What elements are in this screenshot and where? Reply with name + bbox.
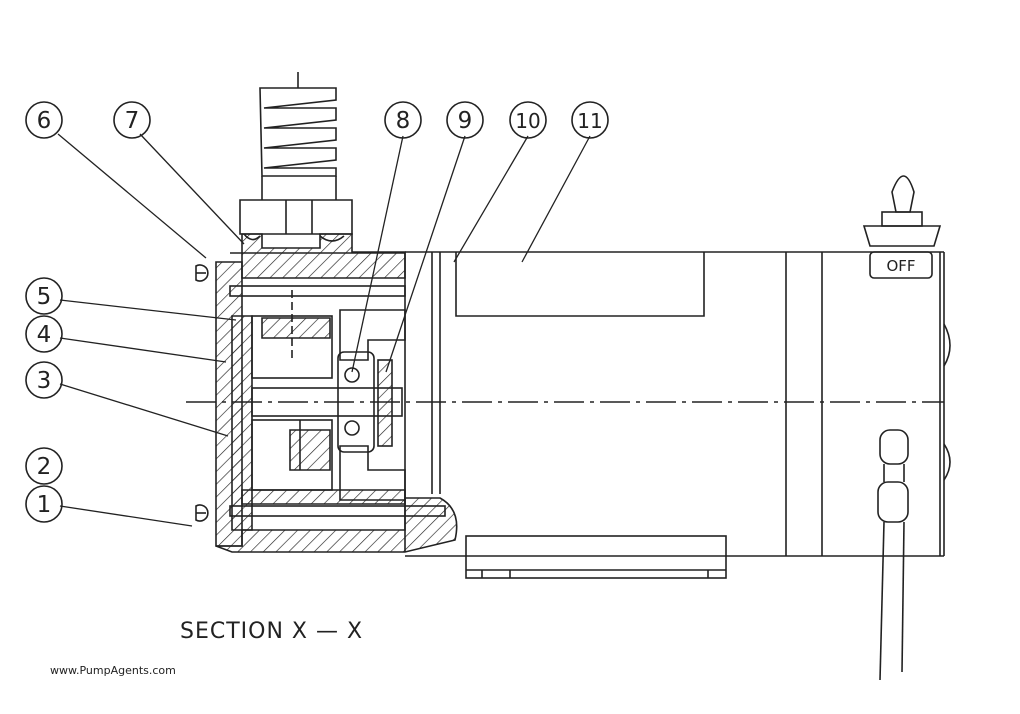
- callout-6: 6: [37, 108, 52, 134]
- callout-9: 9: [458, 108, 473, 134]
- callout-5: 5: [37, 284, 52, 310]
- callout-1: 1: [37, 492, 52, 518]
- callout-circles: [25, 101, 609, 523]
- callout-7: 7: [125, 108, 140, 134]
- toggle-switch: [862, 175, 942, 279]
- callout-8: 8: [396, 108, 411, 134]
- pump-head-section: [195, 233, 458, 553]
- cable-gland: [877, 429, 909, 681]
- callout-circle-2: [25, 447, 63, 485]
- callout-circle-8: [384, 101, 422, 139]
- callout-circle-3: [25, 361, 63, 399]
- callout-4: 4: [37, 322, 52, 348]
- section-label: SECTION X — X: [180, 619, 363, 644]
- callout-circle-9: [446, 101, 484, 139]
- callout-circle-5: [25, 277, 63, 315]
- hose-barb-fitting: [239, 72, 353, 242]
- callout-circle-10: [509, 101, 547, 139]
- callout-circle-11: [571, 101, 609, 139]
- callout-11: 11: [577, 109, 602, 133]
- callout-2: 2: [37, 454, 52, 480]
- callout-10: 10: [515, 109, 540, 133]
- callout-circle-6: [25, 101, 63, 139]
- leader-lines: [57, 133, 591, 527]
- watermark: www.PumpAgents.com: [50, 664, 176, 677]
- callout-circle-7: [113, 101, 151, 139]
- callout-3: 3: [37, 368, 52, 394]
- motor-housing: [405, 251, 951, 579]
- callout-circle-1: [25, 485, 63, 523]
- callout-circle-4: [25, 315, 63, 353]
- switch-off-label: OFF: [886, 257, 915, 275]
